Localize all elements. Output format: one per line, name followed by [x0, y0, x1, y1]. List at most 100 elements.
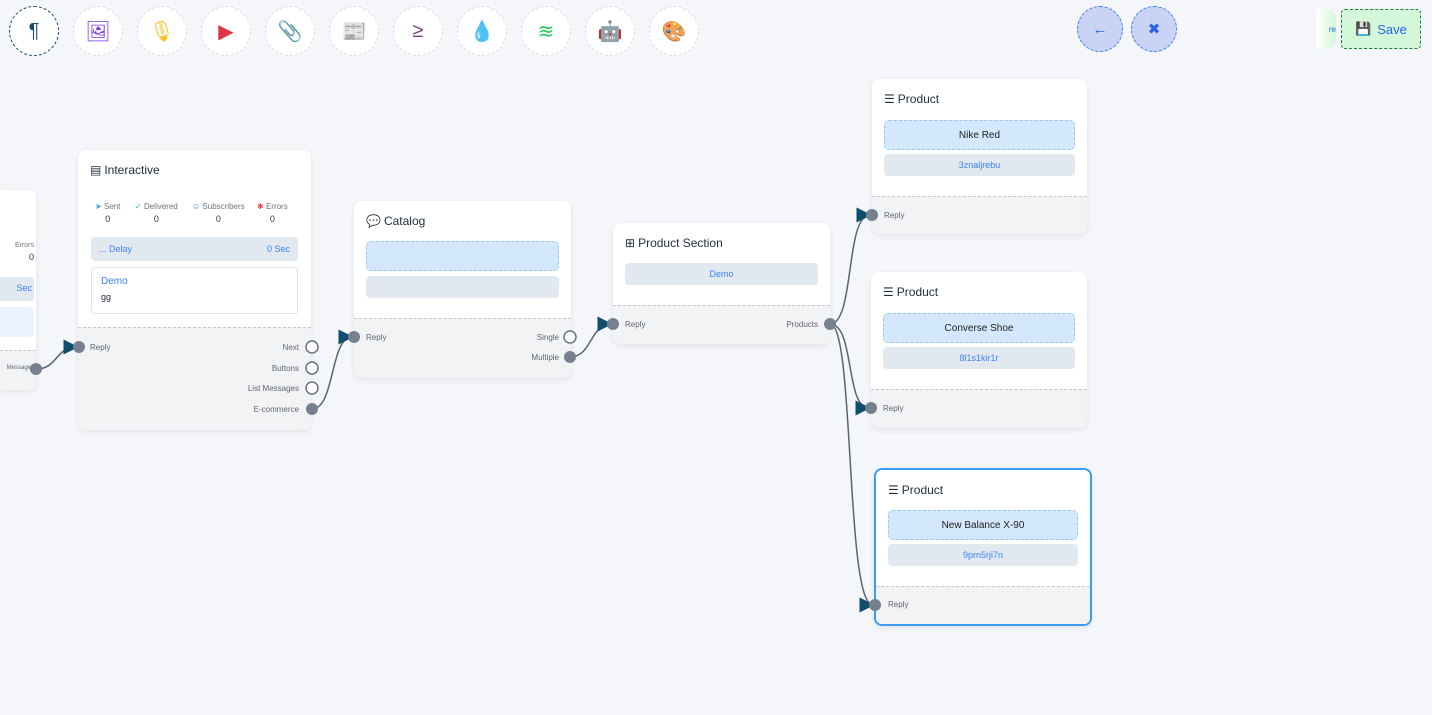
node-title: ☰Product: [884, 92, 939, 106]
tool-video-button[interactable]: ▶: [201, 6, 251, 56]
audio-icon: 🎙: [149, 20, 175, 43]
image-icon: 🖼: [85, 20, 111, 43]
port-label: Buttons: [271, 364, 299, 373]
stat-icon: ➤: [95, 202, 102, 211]
port-label: Reply: [888, 600, 909, 609]
tool-text-button[interactable]: ¶: [9, 6, 59, 56]
grid-icon: ⊞: [625, 236, 636, 250]
edge: [311, 329, 354, 410]
save-button[interactable]: 💾Save: [1341, 9, 1421, 49]
port-label: Message: [6, 365, 31, 371]
menu-icon: ☰: [888, 483, 899, 497]
catalog-node[interactable]: 💬Catalog Reply Single Multiple: [354, 201, 571, 378]
port-label: E-commerce: [253, 405, 299, 414]
product-node[interactable]: ☰Product Converse Shoe 8l1s1kir1r Reply: [871, 272, 1087, 428]
title-text: Catalog: [383, 214, 426, 228]
product-id[interactable]: 8l1s1kir1r: [883, 347, 1075, 369]
edge: [829, 323, 871, 416]
node-title: ▤Interactive: [90, 163, 160, 177]
title-text: Product: [901, 483, 944, 497]
node-footer: Reply Next Buttons List Messages E-comme…: [78, 327, 311, 430]
tool-news-button[interactable]: 📰: [329, 6, 379, 56]
stat-value: 0: [269, 214, 275, 224]
ghost-button[interactable]: re: [1316, 9, 1336, 49]
product-node[interactable]: ☰Product Nike Red 3znaljrebu Reply: [872, 79, 1087, 234]
message-box[interactable]: Demo gg: [91, 267, 298, 314]
stat-label: Delivered: [143, 202, 178, 211]
title-text: Product: [897, 92, 940, 106]
port-label: Products: [786, 320, 818, 329]
node-footer: Reply: [871, 389, 1087, 428]
condition-icon: ≥: [412, 19, 424, 42]
ghost-text: re: [1328, 24, 1336, 34]
delay-bar[interactable]: Sec: [0, 277, 34, 301]
back-button[interactable]: ←: [1077, 6, 1123, 52]
drop-icon: 💧: [469, 20, 495, 43]
node-footer: Reply: [872, 196, 1087, 234]
delay-bar[interactable]: ... Delay 0 Sec: [91, 237, 298, 261]
catalog-item[interactable]: [366, 241, 559, 271]
delay-value: Sec: [16, 283, 32, 293]
title-text: Product Section: [638, 236, 723, 250]
tool-drop-button[interactable]: 💧: [457, 6, 507, 56]
tool-robot-button[interactable]: 🤖: [585, 6, 635, 56]
edge: [829, 323, 875, 613]
palette-icon: 🎨: [661, 20, 687, 43]
port-label: Multiple: [531, 353, 559, 362]
message-box[interactable]: [0, 307, 34, 337]
compress-icon: ✖: [1147, 21, 1161, 38]
product-id[interactable]: 3znaljrebu: [884, 154, 1075, 176]
collapse-button[interactable]: ✖: [1131, 6, 1177, 52]
menu-icon: ☰: [883, 285, 894, 299]
stat-label: Errors: [14, 242, 34, 249]
catalog-id[interactable]: [366, 276, 559, 298]
stat-label: Subscribers: [202, 202, 245, 211]
port-label: Next: [282, 343, 299, 352]
stat-icon: ✱: [257, 202, 264, 211]
menu-icon: ☰: [884, 92, 895, 106]
section-item[interactable]: Demo: [625, 263, 818, 285]
product-name[interactable]: Nike Red: [884, 120, 1075, 150]
edge: [35, 339, 79, 370]
tool-file-button[interactable]: 📎: [265, 6, 315, 56]
tool-audio-button[interactable]: 🎙: [137, 6, 187, 56]
edge: [829, 207, 872, 325]
product-section-node[interactable]: ⊞Product Section Demo Reply Products: [613, 223, 830, 344]
port-label: Reply: [90, 343, 111, 352]
tool-palette-button[interactable]: 🎨: [649, 6, 699, 56]
tool-image-button[interactable]: 🖼: [73, 6, 123, 56]
video-icon: ▶: [218, 20, 234, 43]
message-title: Demo: [101, 276, 128, 287]
file-icon: 📎: [277, 20, 303, 43]
delay-value: 0 Sec: [266, 244, 290, 254]
port-label: List Messages: [247, 384, 299, 393]
title-text: Product: [896, 285, 939, 299]
stat-value: 0: [153, 214, 159, 224]
message-body: gg: [101, 292, 112, 302]
node-footer: Message: [0, 350, 36, 390]
tool-stack-button[interactable]: ≋: [521, 6, 571, 56]
product-id[interactable]: 9prn5rji7n: [888, 544, 1078, 566]
stat-label: Errors: [265, 202, 288, 211]
stat-icon: ☺: [192, 202, 201, 211]
edge: [569, 316, 613, 358]
node-footer: Reply Products: [613, 305, 830, 344]
delay-label: ... Delay: [99, 244, 133, 254]
stat-label: Sent: [103, 202, 121, 211]
port-label: Reply: [884, 211, 905, 220]
node-footer: Reply Single Multiple: [354, 318, 571, 378]
news-icon: 📰: [341, 20, 367, 43]
tool-condition-button[interactable]: ≥: [393, 6, 443, 56]
product-node-selected[interactable]: ☰Product New Balance X-90 9prn5rji7n Rep…: [874, 468, 1092, 626]
save-label: Save: [1377, 21, 1407, 37]
node-footer: Reply: [876, 586, 1090, 624]
product-name[interactable]: New Balance X-90: [888, 510, 1078, 540]
port-label: Single: [536, 333, 559, 342]
text-icon: ¶: [28, 19, 40, 42]
chat-icon: 💬: [366, 214, 381, 228]
product-name[interactable]: Converse Shoe: [883, 313, 1075, 343]
